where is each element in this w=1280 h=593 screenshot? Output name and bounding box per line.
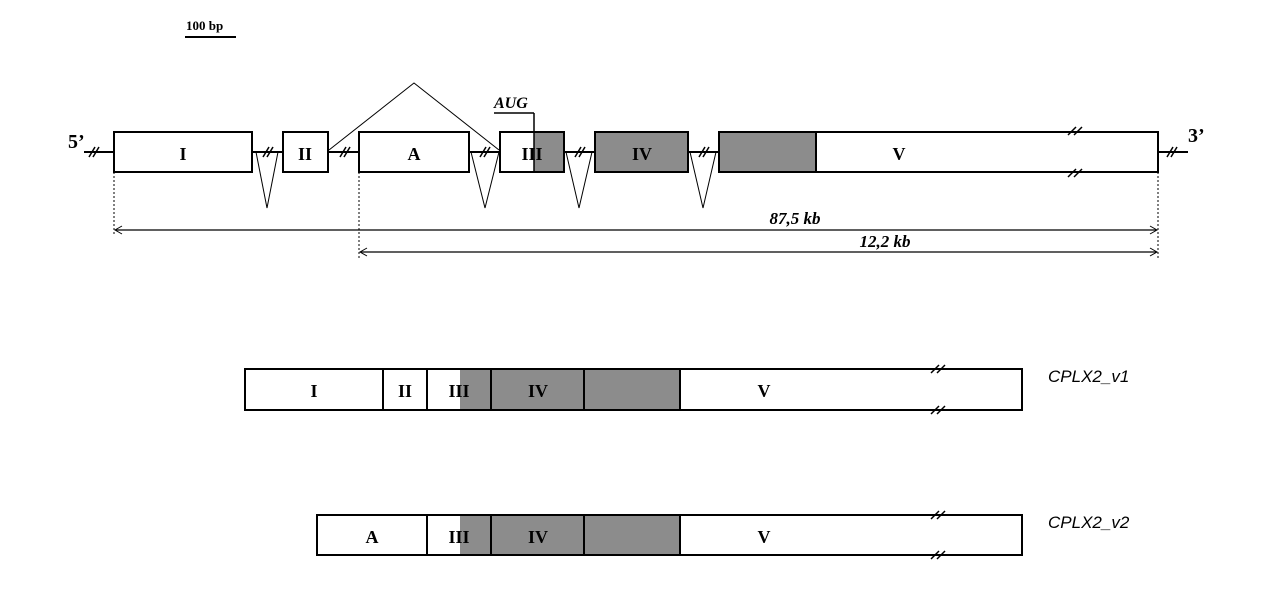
- exon-1: [113, 131, 253, 173]
- exon-a: [358, 131, 470, 173]
- exon-2-label: II: [298, 144, 312, 164]
- exon-3-label: III: [521, 144, 542, 164]
- exon-4-label: IV: [632, 144, 652, 164]
- exon-4: [594, 131, 689, 173]
- v1-seg-4: IV: [528, 381, 548, 401]
- span-alt: 12,2 kb: [358, 232, 1159, 257]
- exon-3-coding: [534, 133, 563, 171]
- span-total-label: 87,5 kb: [770, 209, 821, 228]
- v1-seg-2: II: [398, 381, 412, 401]
- splice-marks: [255, 151, 717, 209]
- three-prime-label: 3’: [1188, 125, 1205, 147]
- transcript-v2-name: CPLX2_v2: [1048, 513, 1130, 532]
- v2-seg-2: III: [448, 527, 469, 547]
- transcript-v1: I II III IV V CPLX2_v1: [244, 364, 1129, 415]
- exon-5-coding: [718, 131, 817, 173]
- exon-5-break: [1067, 126, 1083, 178]
- v2-seg-1: A: [366, 527, 379, 547]
- exon-5: [815, 131, 1159, 173]
- v1-seg-1: I: [310, 381, 317, 401]
- exon-5-label: V: [893, 144, 906, 164]
- alternative-splice-arc: [328, 82, 500, 151]
- exon-a-label: A: [408, 144, 421, 164]
- span-total: 87,5 kb: [113, 209, 1159, 235]
- five-prime-label: 5’: [68, 131, 85, 153]
- genomic-structure: 5’ 3’ I II A III IV V AUG: [68, 82, 1205, 258]
- v1-seg-5: V: [758, 381, 771, 401]
- v2-seg-4: V: [758, 527, 771, 547]
- transcript-v2: A III IV V CPLX2_v2: [316, 510, 1130, 560]
- v2-seg-3: IV: [528, 527, 548, 547]
- exon-2: [282, 131, 329, 173]
- break-marks: [88, 146, 1178, 158]
- v1-seg-3: III: [448, 381, 469, 401]
- span-alt-label: 12,2 kb: [860, 232, 911, 251]
- aug-label: AUG: [493, 95, 528, 112]
- transcript-v1-name: CPLX2_v1: [1048, 367, 1129, 386]
- scale-bar-label: 100 bp: [186, 18, 223, 33]
- exon-1-label: I: [179, 144, 186, 164]
- scale-bar: 100 bp: [185, 18, 236, 38]
